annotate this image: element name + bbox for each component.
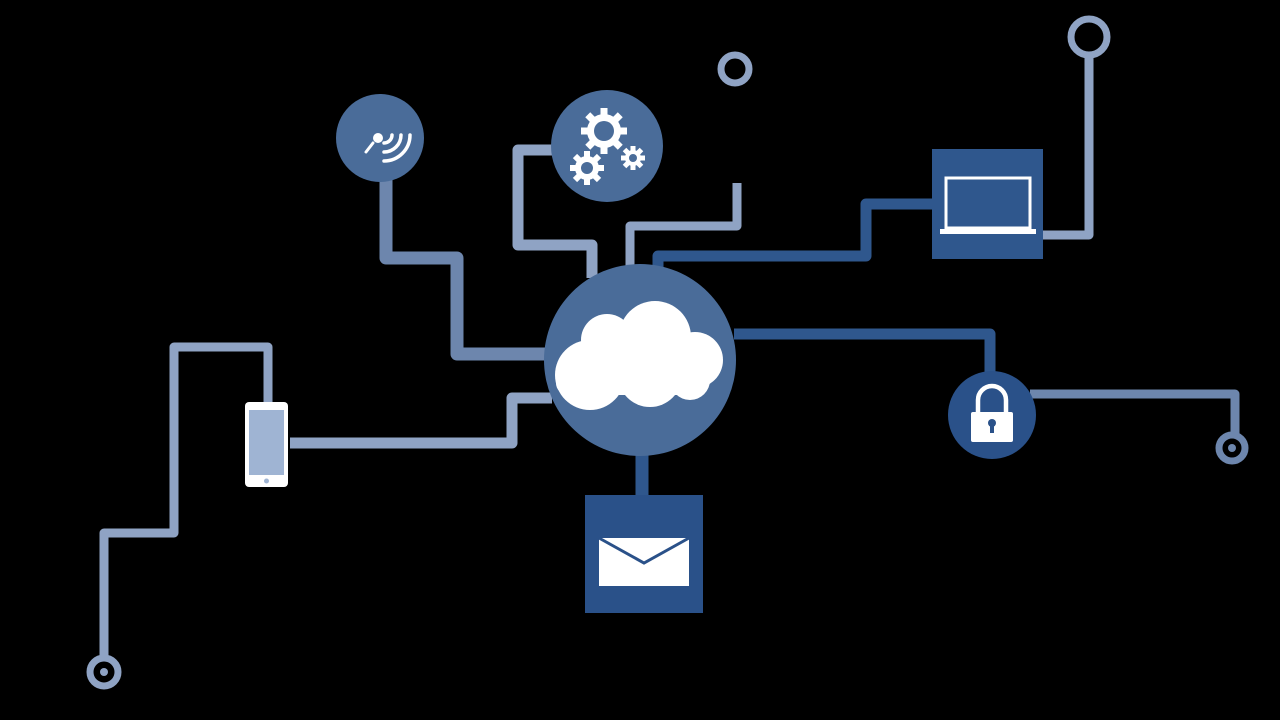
smartphone-screen [249, 410, 284, 475]
connector-gears-cloud [512, 144, 598, 278]
laptop-icon [940, 176, 1036, 234]
settings-node [551, 90, 663, 202]
connector-lock-terminal [1030, 389, 1240, 435]
satellite-dish-icon [364, 133, 412, 163]
terminal-ring-right [1215, 431, 1249, 465]
connector-phone-terminal [99, 342, 273, 660]
connector-laptop-cloud [652, 198, 935, 270]
terminal-dot-bottom-left [100, 668, 108, 676]
connector-cloud-phone [290, 392, 552, 449]
terminal-ring-top [717, 51, 753, 87]
padlock-icon [971, 383, 1013, 442]
smartphone-home-button [264, 478, 269, 484]
lock-node [948, 371, 1036, 459]
mail-node [585, 495, 703, 613]
terminal-ring-top-right [1067, 15, 1111, 59]
connector-laptop-terminal [1040, 55, 1094, 240]
laptop-node-bg [932, 149, 1043, 259]
phone-node [245, 402, 288, 487]
satellite-node [336, 94, 424, 182]
connector-satellite-cloud [379, 175, 548, 361]
cloud-icon [555, 301, 723, 410]
laptop-node [932, 149, 1043, 259]
envelope-icon [598, 536, 690, 586]
terminal-ring-bottom-left [86, 654, 122, 690]
connector-top-stub-cloud [625, 183, 742, 268]
connector-cloud-lock [734, 328, 996, 378]
terminal-dot-right [1228, 444, 1236, 452]
gears-icon [570, 108, 645, 185]
cloud-hub [544, 264, 736, 456]
terminals [86, 15, 1249, 690]
connector-lines [99, 55, 1240, 660]
